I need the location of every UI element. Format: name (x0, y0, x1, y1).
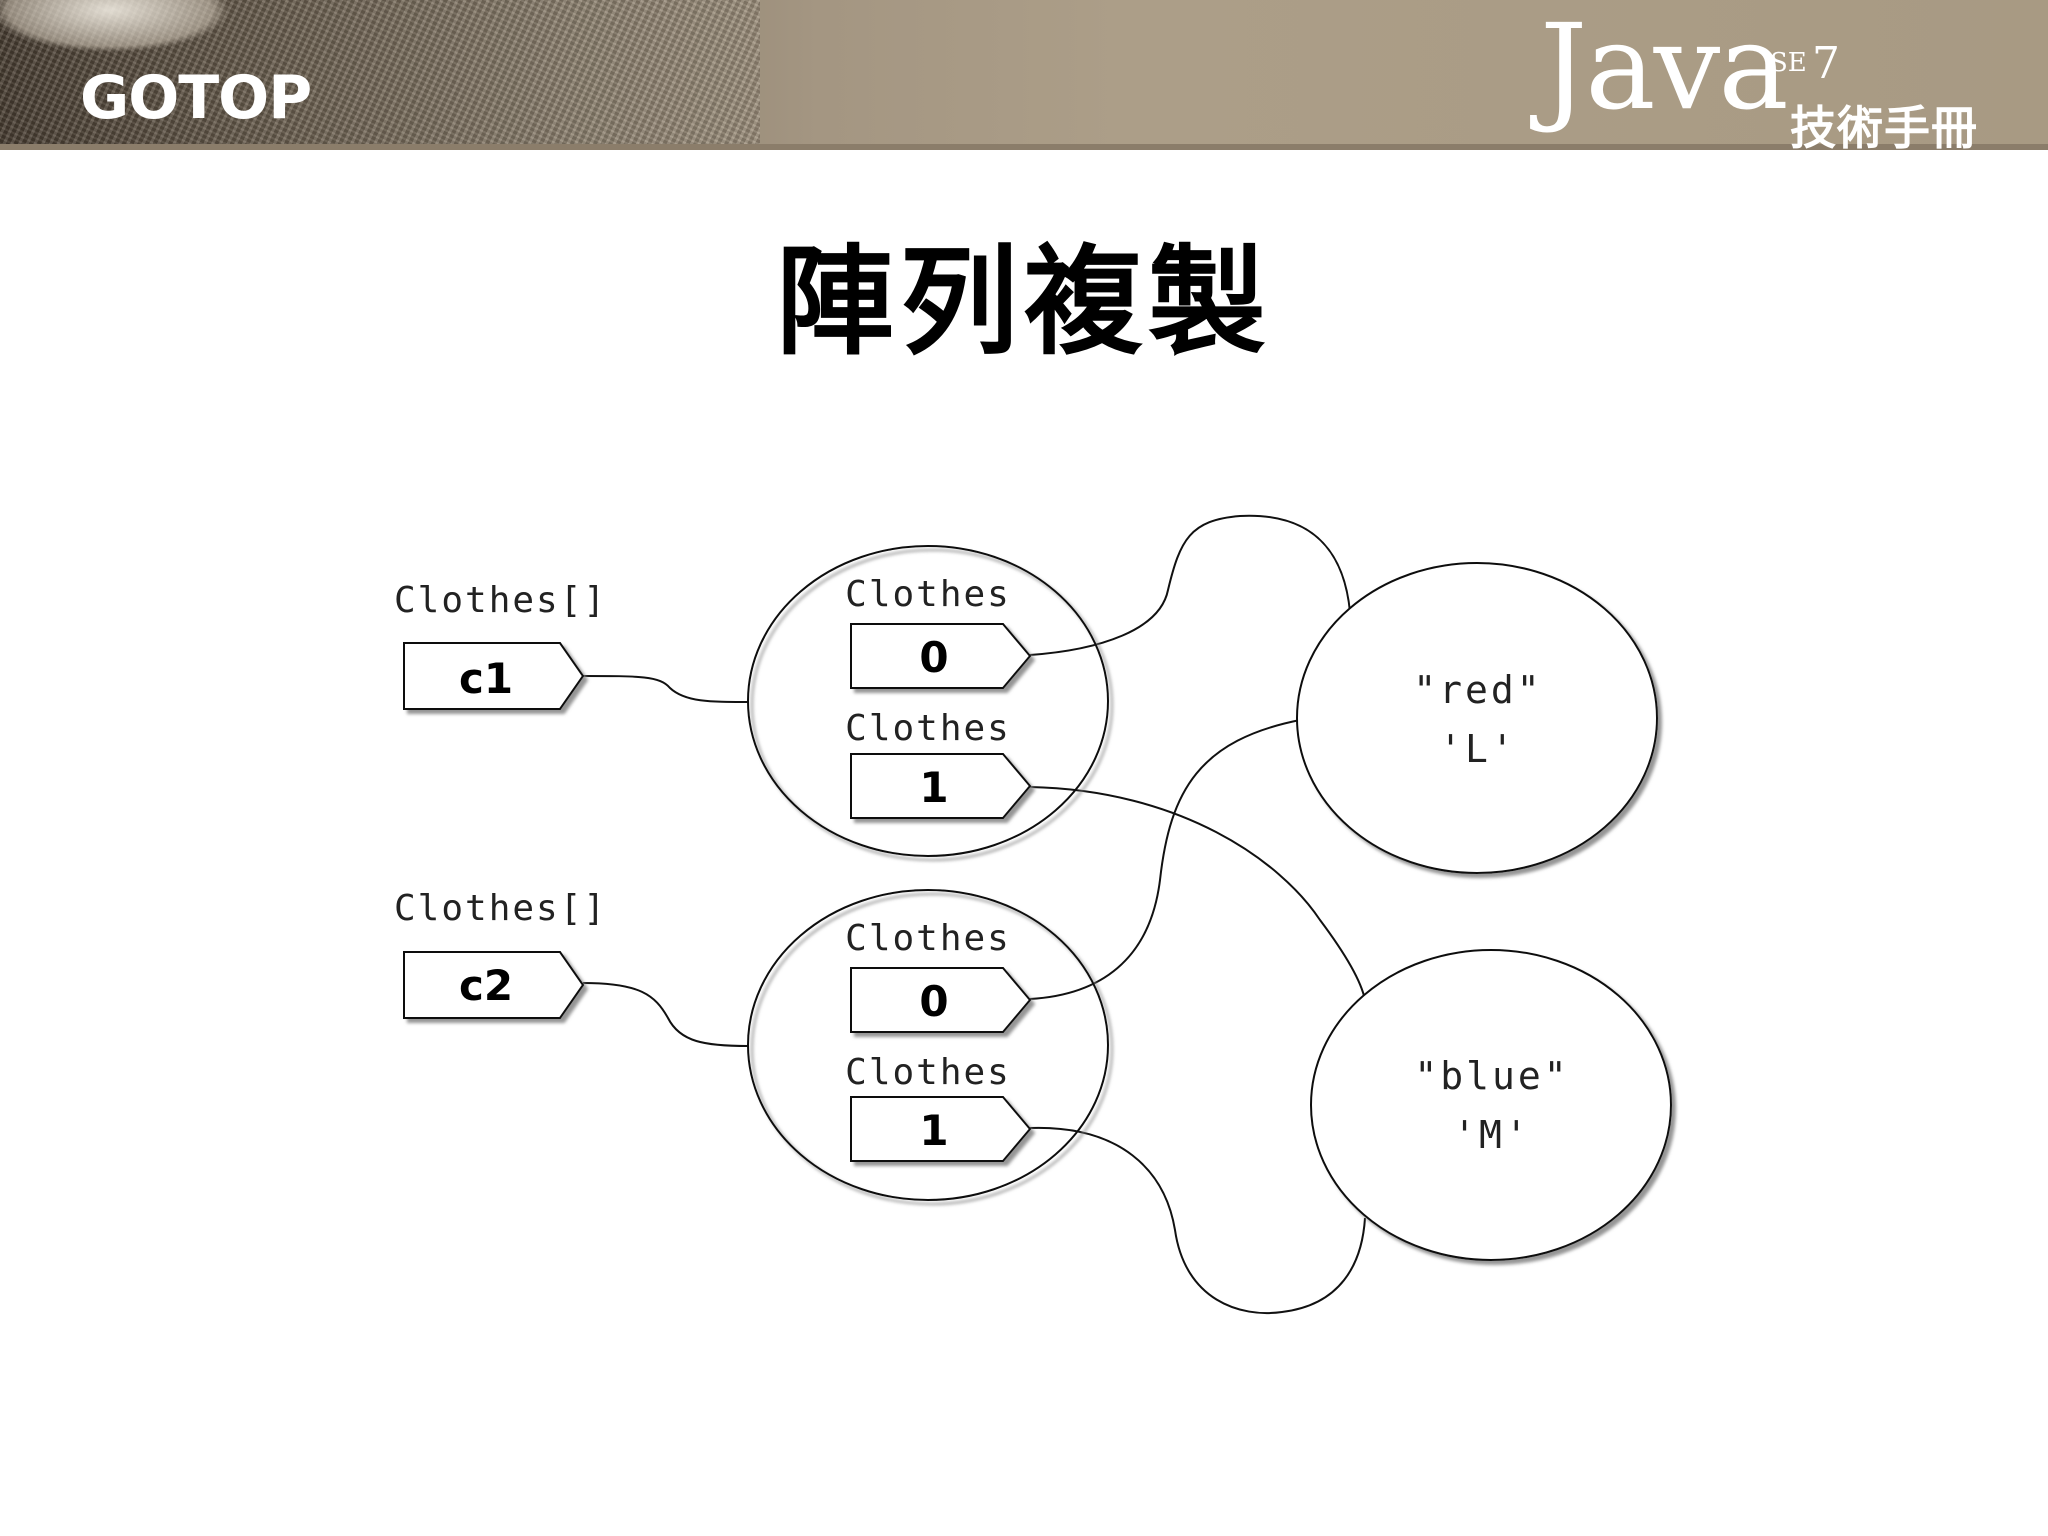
slot-box (850, 623, 1032, 689)
slide-title: 陣列複製 (775, 233, 1272, 371)
slot-box (850, 753, 1032, 819)
variable-name: c2 (459, 961, 513, 1010)
slot-index: 1 (919, 1106, 948, 1155)
object-line1: "red" (1413, 668, 1542, 712)
variable-type-label: Clothes[] (394, 888, 607, 929)
variable-type-label: Clothes[] (394, 580, 607, 621)
header-banner: GOTOP Java SE 7 技術手冊 (0, 0, 2048, 150)
java-edition-number: 7 (1812, 38, 1840, 89)
object-ellipse (1296, 562, 1658, 874)
array-ellipse (747, 889, 1109, 1201)
slot-index: 0 (919, 977, 948, 1026)
slot-index: 0 (919, 633, 948, 682)
object-line2: 'L' (1439, 727, 1517, 771)
gotop-logo: GOTOP (80, 63, 312, 133)
object-ellipse (1310, 949, 1672, 1261)
ref-a2-0-to-red (1029, 719, 1301, 1000)
object-line2: 'M' (1453, 1113, 1531, 1157)
java-edition-prefix: SE (1770, 48, 1807, 78)
array-ellipse (747, 545, 1109, 857)
slot-box (850, 967, 1032, 1033)
object-line1: "blue" (1414, 1054, 1569, 1098)
book-subtitle: 技術手冊 (1790, 101, 1978, 150)
reference-lines (582, 514, 1366, 1315)
banner-divider (0, 144, 2048, 150)
ref-a1-1-to-blue (1029, 786, 1366, 1001)
ref-c1-to-array1 (582, 675, 749, 703)
slot-type-label: Clothes (845, 708, 1011, 749)
java-logo: Java (1540, 0, 1789, 136)
ref-c2-to-array2 (582, 982, 749, 1047)
slot-type-label: Clothes (845, 918, 1011, 959)
variable-name: c1 (459, 654, 513, 703)
slot-type-label: Clothes (845, 574, 1011, 615)
ref-a2-1-to-blue (1029, 1126, 1366, 1315)
slot-type-label: Clothes (845, 1052, 1011, 1093)
slot-index: 1 (919, 763, 948, 812)
variable-box (403, 951, 585, 1019)
variable-box (403, 642, 585, 710)
ref-a1-0-to-red (1029, 514, 1351, 656)
slot-box (850, 1096, 1032, 1162)
banner-stone-texture (0, 0, 760, 150)
